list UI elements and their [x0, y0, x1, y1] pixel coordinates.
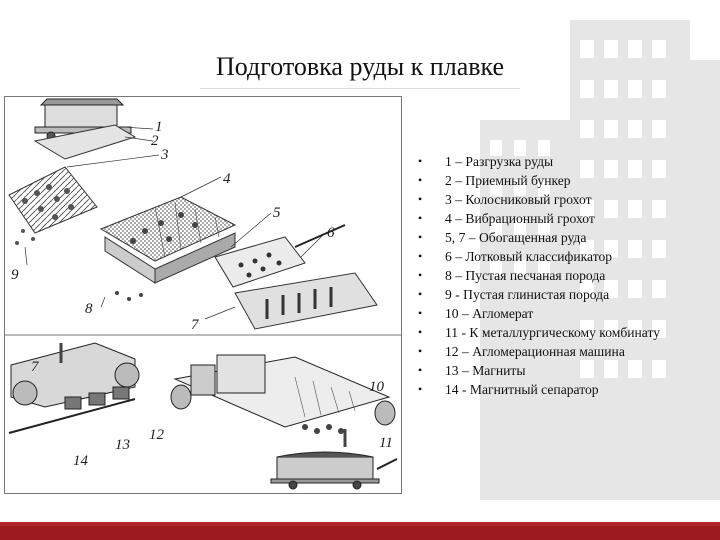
bullet-icon: •	[418, 382, 423, 396]
title-divider	[200, 88, 520, 89]
legend-item-text: 5, 7 – Обогащенная руда	[445, 230, 587, 245]
bullet-icon: •	[418, 268, 423, 282]
bullet-icon: •	[418, 154, 423, 168]
legend-item: • 12 – Агломерационная машина	[418, 342, 708, 361]
legend-item-text: 13 – Магниты	[445, 363, 526, 378]
railcar-to-plant	[270, 451, 380, 490]
diagram-label-5: 5	[273, 205, 281, 221]
bullet-icon: •	[418, 325, 423, 339]
diagram-label-4: 4	[223, 171, 231, 187]
legend-item: • 3 – Колосниковый грохот	[418, 190, 708, 209]
bullet-icon: •	[418, 249, 423, 263]
legend-item-text: 3 – Колосниковый грохот	[445, 192, 592, 207]
diagram-label-13: 13	[115, 437, 130, 453]
legend-item-text: 10 – Агломерат	[445, 306, 534, 321]
legend-item-text: 12 – Агломерационная машина	[445, 344, 625, 359]
legend-item-text: 9 - Пустая глинистая порода	[445, 287, 610, 302]
legend-item: • 6 – Лотковый классификатор	[418, 247, 708, 266]
legend-item-text: 8 – Пустая песчаная порода	[445, 268, 606, 283]
legend-item-text: 14 - Магнитный сепаратор	[445, 382, 599, 397]
diagram-label-6: 6	[327, 225, 335, 241]
diagram-label-9: 9	[11, 267, 19, 283]
legend-item: • 11 - К металлургическому комбинату	[418, 323, 708, 342]
bullet-icon: •	[418, 173, 423, 187]
legend-item: • 4 – Вибрационный грохот	[418, 209, 708, 228]
legend-item: • 10 – Агломерат	[418, 304, 708, 323]
legend-item: • 14 - Магнитный сепаратор	[418, 380, 708, 399]
diagram-label-8: 8	[85, 301, 93, 317]
diagram-label-2: 2	[151, 133, 159, 149]
diagram-label-7-lower: 7	[31, 359, 40, 375]
bullet-icon: •	[418, 192, 423, 206]
diagram-label-11: 11	[379, 435, 393, 451]
legend-item: • 8 – Пустая песчаная порода	[418, 266, 708, 285]
legend-item: • 13 – Магниты	[418, 361, 708, 380]
footer-accent-bar	[0, 522, 720, 540]
legend-item-text: 1 – Разгрузка руды	[445, 154, 554, 169]
slide-title: Подготовка руды к плавке	[215, 52, 505, 81]
diagram-label-12: 12	[149, 427, 165, 443]
legend-list: • 1 – Разгрузка руды • 2 – Приемный бункер…	[418, 152, 708, 399]
legend-item-text: 6 – Лотковый классификатор	[445, 249, 613, 264]
legend-item: • 9 - Пустая глинистая порода	[418, 285, 708, 304]
diagram-label-3: 3	[160, 147, 169, 163]
diagram-label-10: 10	[369, 379, 385, 395]
diagram-label-7: 7	[191, 317, 200, 333]
bullet-icon: •	[418, 211, 423, 225]
diagram-label-14: 14	[73, 453, 89, 469]
diagram-drawing: 1 2 3 4 5 6 7 8 9 7 10 11 12 13 14	[5, 98, 401, 490]
bullet-icon: •	[418, 230, 423, 244]
legend-item-text: 2 – Приемный бункер	[445, 173, 571, 188]
diagram-label-1: 1	[155, 119, 163, 135]
background-building-image	[480, 20, 720, 500]
bullet-icon: •	[418, 344, 423, 358]
legend-item: • 1 – Разгрузка руды	[418, 152, 708, 171]
bullet-icon: •	[418, 287, 423, 301]
legend-item-text: 11 - К металлургическому комбинату	[445, 325, 661, 340]
legend-item-text: 4 – Вибрационный грохот	[445, 211, 595, 226]
legend-item: • 2 – Приемный бункер	[418, 171, 708, 190]
bullet-icon: •	[418, 363, 423, 377]
ore-preparation-diagram: 1 2 3 4 5 6 7 8 9 7 10 11 12 13 14	[4, 96, 402, 494]
bullet-icon: •	[418, 306, 423, 320]
legend-item: • 5, 7 – Обогащенная руда	[418, 228, 708, 247]
footer-accent-shade	[0, 522, 720, 526]
